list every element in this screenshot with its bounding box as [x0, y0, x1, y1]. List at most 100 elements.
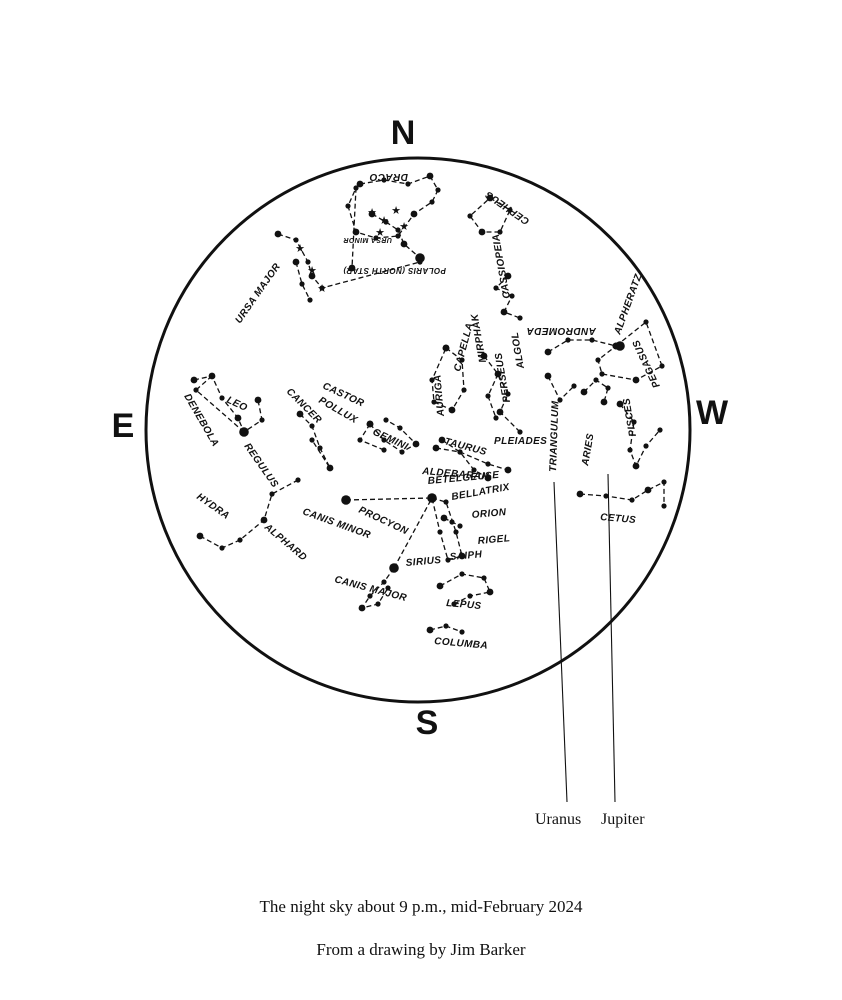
label-lepus: LEPUS — [446, 598, 482, 612]
star-dot — [309, 437, 315, 443]
label-denebola: DENEBOLA — [181, 392, 220, 449]
star-dot — [196, 532, 204, 540]
label-cancer: CANCER — [284, 386, 324, 426]
star-dot — [565, 337, 571, 343]
star-dot — [399, 449, 405, 455]
star-dot — [629, 497, 635, 503]
star-dot — [459, 571, 465, 577]
star-dot — [317, 445, 323, 451]
star-dot — [259, 417, 265, 423]
bright-star-dot — [389, 563, 399, 573]
label-mirphak: MIRPHAK — [469, 312, 488, 363]
star-dot — [381, 437, 387, 443]
star-dot — [293, 237, 299, 243]
star-dot — [432, 444, 440, 452]
star-dot — [345, 203, 351, 209]
star-dot — [219, 545, 225, 551]
star-dot — [437, 529, 443, 535]
label-alphard: ALPHARD — [261, 521, 308, 563]
star-dot — [234, 414, 242, 422]
star-dot — [643, 443, 649, 449]
star-dot — [348, 264, 356, 272]
label-orion: ORION — [471, 507, 507, 521]
star-dot — [326, 464, 334, 472]
horizon-circle — [144, 156, 692, 704]
star-dot — [458, 552, 466, 560]
star-dot — [190, 376, 198, 384]
star-glyph-icon: ★ — [391, 204, 401, 217]
constellation-labels: DRACO CEPHEUS URSA MINOR POLARIS (NORTH … — [181, 171, 662, 652]
star-dot — [493, 415, 499, 421]
star-dot — [661, 479, 667, 485]
star-dot — [274, 230, 282, 238]
star-dot — [484, 474, 492, 482]
bright-star-dot — [239, 427, 249, 437]
star-dot — [219, 395, 225, 401]
figure-line-sirius-line — [393, 497, 433, 569]
star-glyph-icon: ★ — [379, 214, 389, 227]
star-dot — [356, 180, 364, 188]
label-aries: ARIES — [580, 433, 597, 468]
label-rigel: RIGEL — [477, 533, 510, 547]
compass-west: W — [696, 394, 729, 432]
star-dot — [459, 357, 465, 363]
label-bellatrix: BELLATRIX — [451, 482, 512, 503]
star-dot — [395, 227, 401, 233]
figure-line-taurus — [435, 447, 509, 471]
figure-line-andromeda — [547, 339, 617, 353]
uranus-label: Uranus — [535, 811, 581, 828]
figure-line-ursa-major-tail — [295, 261, 311, 301]
star-dot — [616, 400, 624, 408]
star-glyph-icon: ★ — [317, 282, 327, 295]
label-leo: LEO — [225, 395, 249, 414]
star-dot — [467, 593, 473, 599]
label-canis-major: CANIS MAJOR — [333, 574, 408, 604]
star-dot — [426, 626, 434, 634]
star-dot — [493, 285, 499, 291]
star-dot — [504, 272, 512, 280]
figure-line-cetus — [579, 480, 665, 506]
star-dot — [352, 228, 360, 236]
star-dot — [448, 406, 456, 414]
star-dot — [497, 229, 503, 235]
star-dot — [500, 308, 508, 316]
star-dot — [605, 385, 611, 391]
star-dot — [496, 408, 504, 416]
figure-line-cepheus — [469, 197, 511, 233]
label-saiph: SAIPH — [449, 549, 483, 563]
constellation-figures: ★★★★★★★★ — [190, 172, 667, 635]
star-dot — [405, 181, 411, 187]
uranus-pointer — [553, 481, 568, 803]
star-dot — [366, 420, 374, 428]
star-dot — [208, 372, 216, 380]
label-hydra: HYDRA — [194, 491, 231, 522]
star-dot — [451, 601, 457, 607]
bright-star-dot — [415, 253, 425, 263]
figure-line-ursa-minor — [371, 213, 421, 259]
star-dot — [481, 575, 487, 581]
star-dot — [357, 437, 363, 443]
label-andromeda: ANDROMEDA — [526, 325, 597, 336]
star-glyph-icon: ★ — [399, 220, 409, 233]
star-dot — [438, 436, 446, 444]
figure-line-pisces — [619, 403, 661, 468]
star-dot — [436, 582, 444, 590]
label-auriga: AURIGA — [432, 374, 447, 418]
figure-line-draco — [347, 175, 439, 269]
star-dot — [309, 423, 315, 429]
star-dot — [381, 579, 387, 585]
star-dot — [319, 285, 325, 291]
star-dot — [544, 348, 552, 356]
bright-star-dot — [615, 341, 625, 351]
label-cetus: CETUS — [600, 512, 637, 526]
star-dot — [383, 219, 389, 225]
figure-line-ursa-major — [277, 233, 421, 289]
star-dot — [478, 228, 486, 236]
star-dot — [440, 514, 448, 522]
star-dot — [269, 491, 275, 497]
star-dot — [644, 486, 652, 494]
star-dot — [429, 199, 435, 205]
star-dot — [443, 499, 449, 505]
star-glyph-icon: ★ — [295, 242, 305, 255]
star-dot — [305, 259, 311, 265]
